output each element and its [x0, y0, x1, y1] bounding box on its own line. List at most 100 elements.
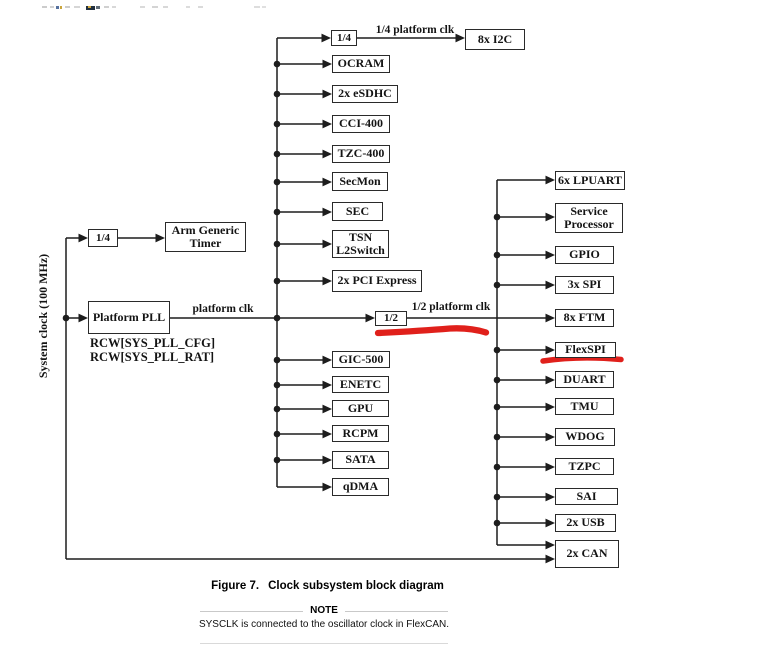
- block-gpio: GPIO: [555, 246, 614, 264]
- junction-dot: [273, 356, 281, 364]
- junction-dot: [273, 178, 281, 186]
- block-qdma: qDMA: [332, 478, 389, 496]
- arrowhead-icon: [545, 313, 555, 323]
- junction-dot: [493, 463, 501, 471]
- block-sec: SEC: [332, 202, 383, 221]
- platform-clk-label: platform clk: [192, 303, 254, 315]
- block-service-processor-line1: Service: [570, 203, 608, 218]
- block-tsn-l2switch-line2: L2Switch: [336, 243, 385, 257]
- block-arm-generic-timer-line2: Timer: [189, 236, 222, 250]
- junction-dot: [493, 251, 501, 259]
- block-lpuart: 6x LPUART: [555, 171, 625, 190]
- arrowhead-icon: [322, 404, 332, 414]
- toolbar-fragment-icon: [254, 6, 260, 8]
- junction-dot: [273, 405, 281, 413]
- block-arm-generic-timer-line1: Arm Generic: [171, 222, 240, 237]
- block-platform-pll: Platform PLL: [88, 301, 170, 334]
- junction-dot: [493, 346, 501, 354]
- junction-dot: [273, 430, 281, 438]
- arrowhead-icon: [545, 554, 555, 564]
- toolbar-fragment-icon: [50, 6, 54, 8]
- block-service-processor-line2: Processor: [564, 217, 614, 231]
- rcw-sys-pll-cfg-label: RCW[SYS_PLL_CFG]: [90, 336, 216, 350]
- arrowhead-icon: [545, 375, 555, 385]
- junction-dot: [493, 403, 501, 411]
- arrowhead-icon: [78, 233, 88, 243]
- junction-dot: [273, 381, 281, 389]
- junction-dot: [273, 456, 281, 464]
- arrowhead-icon: [78, 313, 88, 323]
- toolbar-fragment-icon: [86, 6, 95, 10]
- block-tzc-400: TZC-400: [332, 145, 390, 163]
- junction-dot: [62, 314, 70, 322]
- block-wdog: WDOG: [555, 428, 615, 446]
- block-divider-half: 1/2: [375, 311, 407, 326]
- junction-dot: [273, 277, 281, 285]
- figure-caption-title: Clock subsystem block diagram: [268, 580, 444, 592]
- toolbar-fragment-icon: [65, 6, 70, 8]
- block-tsn-l2switch: TSN L2Switch: [332, 230, 389, 258]
- junction-dot: [273, 208, 281, 216]
- junction-dot: [273, 120, 281, 128]
- junction-dot: [273, 60, 281, 68]
- block-gic-500: GIC-500: [332, 351, 390, 368]
- arrowhead-icon: [321, 33, 331, 43]
- arrowhead-icon: [545, 432, 555, 442]
- toolbar-fragment-icon: [56, 6, 59, 9]
- block-enetc: ENETC: [332, 376, 389, 393]
- arrowhead-icon: [322, 59, 332, 69]
- arrowhead-icon: [322, 149, 332, 159]
- arrowhead-icon: [322, 177, 332, 187]
- arrowhead-icon: [322, 119, 332, 129]
- junction-dot: [493, 281, 501, 289]
- block-cci-400: CCI-400: [332, 115, 390, 133]
- arrowhead-icon: [545, 280, 555, 290]
- block-pci-express: 2x PCI Express: [332, 270, 422, 292]
- arrowhead-icon: [322, 380, 332, 390]
- red-annotation-underline-flexspi: [540, 355, 624, 364]
- junction-dot: [273, 314, 281, 322]
- toolbar-fragment-icon: [140, 6, 145, 8]
- toolbar-fragment-icon: [88, 6, 91, 8]
- block-esdhc: 2x eSDHC: [332, 85, 398, 103]
- block-i2c: 8x I2C: [465, 29, 525, 50]
- junction-dot: [493, 213, 501, 221]
- arrowhead-icon: [545, 212, 555, 222]
- junction-dot: [273, 90, 281, 98]
- junction-dot: [273, 240, 281, 248]
- block-gpu: GPU: [332, 400, 389, 417]
- block-tzpc: TZPC: [555, 458, 614, 475]
- arrowhead-icon: [545, 402, 555, 412]
- arrowhead-icon: [322, 429, 332, 439]
- block-usb: 2x USB: [555, 514, 616, 532]
- note-bottom-rule: [200, 643, 448, 644]
- arrowhead-icon: [322, 455, 332, 465]
- block-service-processor: Service Processor: [555, 203, 623, 233]
- block-can: 2x CAN: [555, 540, 619, 568]
- block-ftm: 8x FTM: [555, 309, 614, 327]
- figure-caption-number: Figure 7.: [211, 580, 260, 592]
- arrowhead-icon: [155, 233, 165, 243]
- arrowhead-icon: [322, 482, 332, 492]
- toolbar-fragment-icon: [104, 6, 109, 8]
- block-divider-quarter-sys: 1/4: [88, 229, 118, 247]
- arrowhead-icon: [545, 175, 555, 185]
- block-arm-generic-timer: Arm Generic Timer: [165, 222, 246, 252]
- arrowhead-icon: [545, 250, 555, 260]
- note-heading: NOTE: [200, 605, 448, 617]
- block-spi: 3x SPI: [555, 276, 614, 294]
- arrowhead-icon: [322, 239, 332, 249]
- block-flexspi: FlexSPI: [555, 342, 616, 358]
- junction-dot: [493, 433, 501, 441]
- block-tmu: TMU: [555, 398, 614, 415]
- block-duart: DUART: [555, 371, 614, 388]
- toolbar-fragment-icon: [74, 6, 80, 8]
- toolbar-fragment-icon: [198, 6, 203, 8]
- arrowhead-icon: [322, 276, 332, 286]
- junction-dot: [493, 493, 501, 501]
- toolbar-fragment-icon: [96, 6, 100, 9]
- arrowhead-icon: [322, 355, 332, 365]
- block-sai: SAI: [555, 488, 618, 505]
